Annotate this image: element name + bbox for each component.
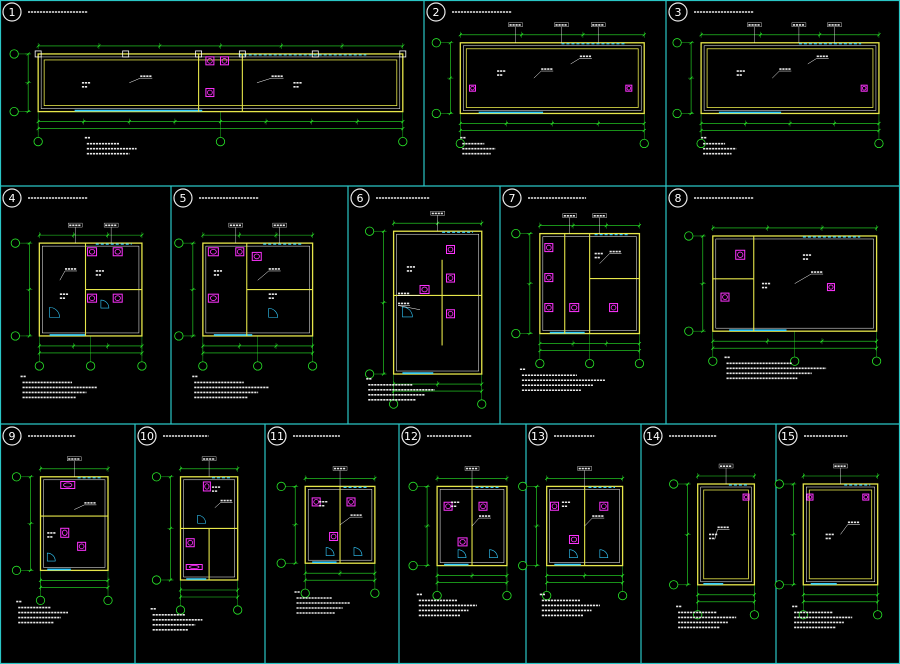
panel-number-badge: [401, 426, 421, 446]
plan-panel-10: 10: [137, 426, 243, 631]
panel-number-badge: [137, 426, 157, 446]
floor-plan-drawing: [774, 463, 883, 620]
floor-plan-drawing: [672, 22, 884, 149]
general-notes-strokes: [150, 607, 203, 631]
plan-panel-15: 15: [774, 426, 883, 629]
panel-number-badge: [502, 188, 522, 208]
floor-plan-drawing: [151, 456, 243, 615]
general-notes-strokes: [724, 356, 827, 380]
panel-number: 7: [509, 192, 516, 205]
general-notes-strokes: [539, 593, 600, 617]
panel-number: 5: [180, 192, 187, 205]
general-notes-strokes: [416, 593, 477, 617]
floor-plan-drawing: [511, 213, 645, 369]
panel-number: 8: [675, 192, 682, 205]
panel-number-badge: [350, 188, 370, 208]
plan-panel-9: 9: [2, 426, 113, 624]
floor-plan-drawing: [276, 466, 380, 598]
plan-panel-7: 7: [502, 188, 645, 392]
plan-panel-13: 13: [518, 426, 628, 617]
general-notes-strokes: [676, 605, 737, 629]
panel-number-badge: [778, 426, 798, 446]
panel-number-badge: [173, 188, 193, 208]
floor-plan-drawing: [518, 466, 628, 601]
plan-panel-1: 1: [2, 2, 408, 155]
plan-panel-11: 11: [267, 426, 380, 614]
panel-number: 15: [781, 430, 795, 443]
plan-panel-3: 3: [668, 2, 884, 155]
general-notes-strokes: [16, 600, 68, 624]
panel-number: 9: [9, 430, 16, 443]
panel-number-badge: [528, 426, 548, 446]
general-notes-strokes: [20, 375, 98, 399]
panel-number: 10: [140, 430, 154, 443]
panel-number-badge: [267, 426, 287, 446]
floor-plan-drawing: [684, 224, 882, 366]
general-notes-strokes: [366, 377, 435, 401]
panel-number-badge: [668, 188, 688, 208]
panel-number-badge: [2, 188, 22, 208]
general-notes-strokes: [792, 605, 853, 629]
floor-plan-drawing: [9, 42, 408, 147]
panel-number-badge: [2, 2, 22, 22]
floor-plan-drawing: [174, 222, 318, 371]
panel-number-badge: [668, 2, 688, 22]
panel-number: 11: [270, 430, 284, 443]
floor-plan-drawing: [11, 456, 113, 606]
general-notes-strokes: [192, 375, 269, 399]
panel-number: 6: [357, 192, 364, 205]
panel-number-badge: [2, 426, 22, 446]
general-notes-strokes: [84, 136, 137, 155]
plan-panel-12: 12: [401, 426, 512, 617]
panel-number: 2: [433, 6, 440, 19]
plan-panel-4: 4: [2, 188, 147, 399]
panel-number: 4: [9, 192, 16, 205]
plan-panel-2: 2: [426, 2, 649, 155]
general-notes-strokes: [701, 136, 737, 155]
panel-number: 13: [531, 430, 545, 443]
floor-plan-drawing: [669, 463, 760, 620]
plan-panel-14: 14: [643, 426, 760, 629]
panel-number: 3: [675, 6, 682, 19]
general-notes-strokes: [460, 136, 496, 155]
floor-plan-drawing: [10, 222, 147, 371]
panel-number: 14: [646, 430, 660, 443]
general-notes-strokes: [519, 368, 605, 392]
panel-number-badge: [643, 426, 663, 446]
plan-panel-8: 8: [668, 188, 882, 380]
panel-number-badge: [426, 2, 446, 22]
floor-plan-drawing: [431, 22, 649, 149]
plan-panel-6: 6: [350, 188, 487, 409]
general-notes-strokes: [294, 591, 351, 614]
panel-number: 12: [404, 430, 418, 443]
plan-panel-5: 5: [173, 188, 318, 399]
panel-number: 1: [9, 6, 16, 19]
